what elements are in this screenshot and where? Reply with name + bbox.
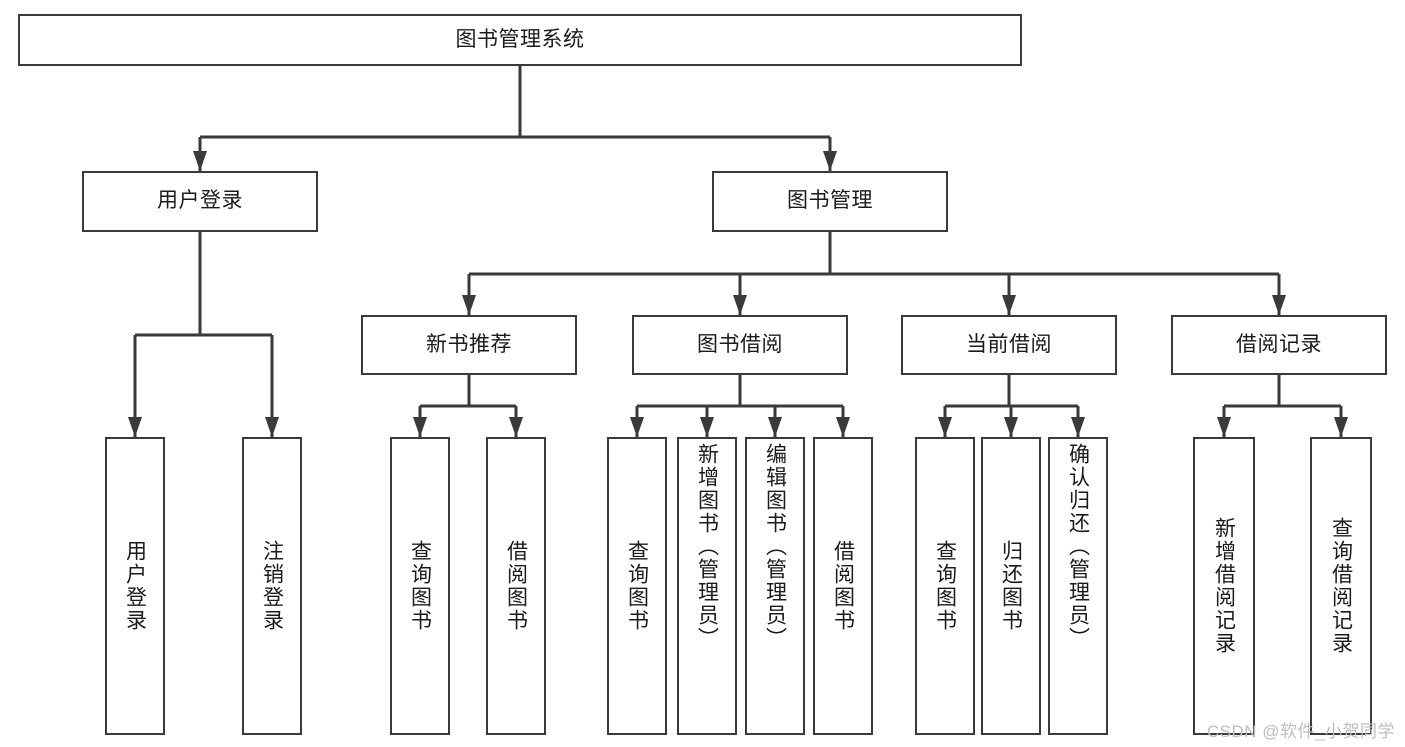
node-book-manage[interactable]: 图书管理 <box>712 171 948 232</box>
arrowhead-borrow-record <box>1272 295 1286 315</box>
node-book-borrow[interactable]: 图书借阅 <box>632 315 848 375</box>
node-label-leaf-query-record: 查询借阅记录 <box>1329 517 1353 655</box>
arrowhead-leaf-add-book <box>700 417 714 437</box>
arrowhead-new-book-rec <box>462 295 476 315</box>
node-leaf-query-book-1[interactable]: 查询图书 <box>390 437 450 735</box>
node-leaf-return-book[interactable]: 归还图书 <box>981 437 1041 735</box>
node-leaf-confirm-return[interactable]: 确认归还（管理员） <box>1048 437 1108 735</box>
arrowhead-leaf-borrow-book-1 <box>509 417 523 437</box>
arrowhead-leaf-confirm-return <box>1071 417 1085 437</box>
watermark-label: CSDN @软件_小贺同学 <box>1206 722 1395 741</box>
node-label-leaf-logout: 注销登录 <box>260 540 284 632</box>
node-label-root: 图书管理系统 <box>455 27 585 51</box>
node-label-current-borrow: 当前借阅 <box>966 332 1052 356</box>
arrowhead-leaf-logout <box>265 417 279 437</box>
node-leaf-logout[interactable]: 注销登录 <box>242 437 302 735</box>
node-label-leaf-add-record: 新增借阅记录 <box>1212 517 1236 655</box>
arrowhead-leaf-borrow-book-2 <box>836 417 850 437</box>
node-label-leaf-edit-book: 编辑图书（管理员） <box>763 443 787 650</box>
node-leaf-query-record[interactable]: 查询借阅记录 <box>1310 437 1372 735</box>
node-leaf-user-login[interactable]: 用户登录 <box>105 437 165 735</box>
arrowhead-leaf-query-book-3 <box>938 417 952 437</box>
node-label-leaf-borrow-book-1: 借阅图书 <box>504 540 528 632</box>
node-current-borrow[interactable]: 当前借阅 <box>901 315 1117 375</box>
node-user-login[interactable]: 用户登录 <box>82 171 318 232</box>
node-label-leaf-query-book-1: 查询图书 <box>408 540 432 632</box>
arrowhead-current-borrow <box>1002 295 1016 315</box>
node-label-leaf-user-login: 用户登录 <box>123 540 147 632</box>
node-leaf-add-book[interactable]: 新增图书（管理员） <box>677 437 737 735</box>
node-label-borrow-record: 借阅记录 <box>1236 332 1322 356</box>
arrowhead-leaf-user-login <box>128 417 142 437</box>
arrowhead-user-login <box>193 151 207 171</box>
node-label-leaf-add-book: 新增图书（管理员） <box>695 443 719 650</box>
node-leaf-query-book-3[interactable]: 查询图书 <box>915 437 975 735</box>
arrowhead-leaf-query-record <box>1334 417 1348 437</box>
arrowhead-leaf-query-book-2 <box>630 417 644 437</box>
arrowhead-leaf-add-record <box>1217 417 1231 437</box>
node-label-user-login: 用户登录 <box>157 189 243 213</box>
node-leaf-borrow-book-1[interactable]: 借阅图书 <box>486 437 546 735</box>
node-label-leaf-borrow-book-2: 借阅图书 <box>831 540 855 632</box>
node-label-leaf-confirm-return: 确认归还（管理员） <box>1066 443 1090 650</box>
arrowhead-leaf-query-book-1 <box>413 417 427 437</box>
node-borrow-record[interactable]: 借阅记录 <box>1171 315 1387 375</box>
node-label-book-manage: 图书管理 <box>787 189 873 213</box>
node-label-leaf-query-book-2: 查询图书 <box>625 540 649 632</box>
node-leaf-add-record[interactable]: 新增借阅记录 <box>1193 437 1255 735</box>
node-root[interactable]: 图书管理系统 <box>18 14 1022 66</box>
node-label-new-book-rec: 新书推荐 <box>426 332 512 356</box>
node-label-leaf-query-book-3: 查询图书 <box>933 540 957 632</box>
node-leaf-edit-book[interactable]: 编辑图书（管理员） <box>745 437 805 735</box>
node-new-book-rec[interactable]: 新书推荐 <box>361 315 577 375</box>
node-leaf-query-book-2[interactable]: 查询图书 <box>607 437 667 735</box>
arrowhead-leaf-edit-book <box>768 417 782 437</box>
node-leaf-borrow-book-2[interactable]: 借阅图书 <box>813 437 873 735</box>
arrowhead-leaf-return-book <box>1004 417 1018 437</box>
node-label-book-borrow: 图书借阅 <box>697 332 783 356</box>
node-label-leaf-return-book: 归还图书 <box>999 540 1023 632</box>
arrowhead-book-manage <box>823 151 837 171</box>
arrowhead-book-borrow <box>733 295 747 315</box>
